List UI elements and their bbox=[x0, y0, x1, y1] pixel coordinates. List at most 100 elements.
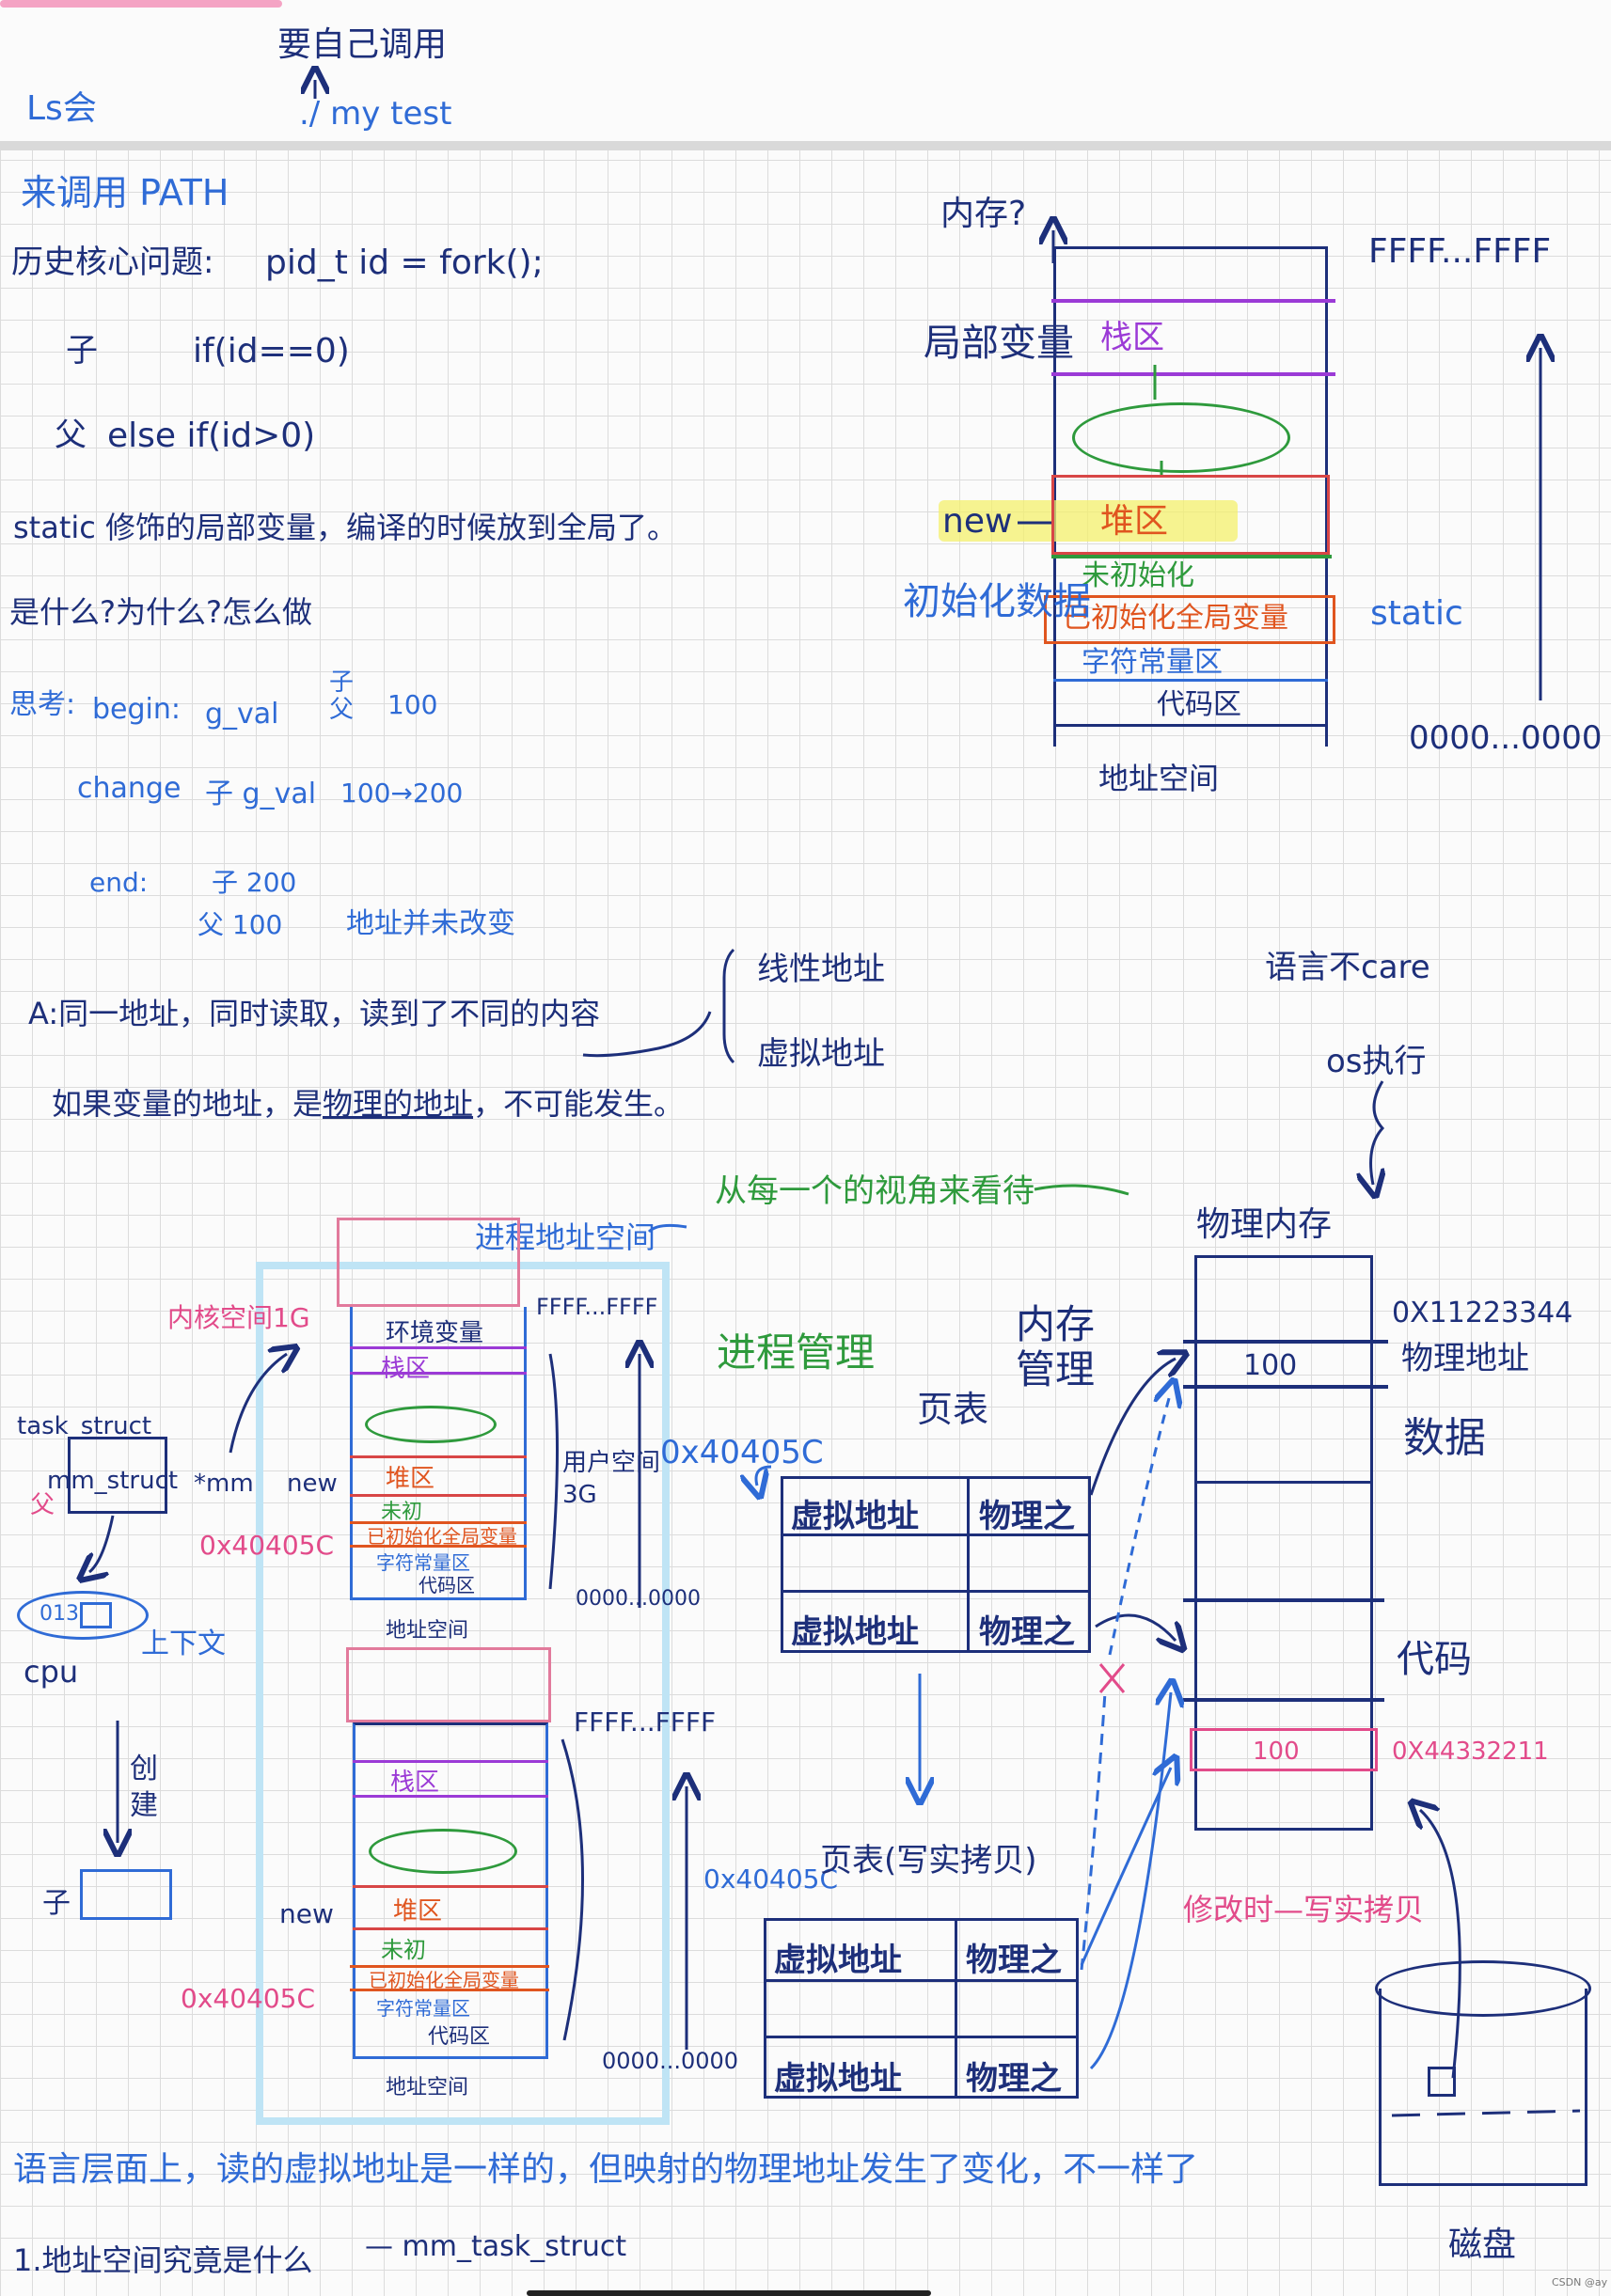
change-value: 100→200 bbox=[340, 778, 464, 809]
proc-bottom-addr-1: 0000...0000 bbox=[576, 1587, 701, 1611]
disk-block bbox=[1428, 2067, 1456, 2097]
context-label: 上下文 bbox=[141, 1628, 226, 1660]
page-table-2-row-line bbox=[766, 1979, 1076, 1982]
change-label: change bbox=[77, 772, 182, 805]
disk-body bbox=[1379, 1989, 1587, 2186]
gap-ellipse-2 bbox=[369, 1829, 517, 1874]
pt1-vaddr-1: 虚拟地址 bbox=[791, 1498, 919, 1535]
task-to-cpu bbox=[89, 1515, 115, 1572]
phys-divider-1 bbox=[1194, 1481, 1373, 1484]
perspective-arrow bbox=[1034, 1184, 1129, 1196]
mytest-note: ./ my test bbox=[299, 95, 452, 133]
end-parent: 父 100 bbox=[197, 909, 283, 940]
pt2-vaddr-2: 虚拟地址 bbox=[774, 2060, 902, 2098]
pt2-paddr-1: 物理之 bbox=[966, 1942, 1062, 1979]
proc-top-addr-2: FFFF...FFFF bbox=[574, 1706, 717, 1738]
top-strip bbox=[0, 0, 1611, 150]
new-highlight bbox=[939, 500, 1238, 542]
proc-mgmt-label: 进程管理 bbox=[717, 1329, 876, 1376]
phys-addr-hex: 0X11223344 bbox=[1392, 1297, 1573, 1329]
kernel-band bbox=[337, 1218, 520, 1307]
heap-label-1: 堆区 bbox=[386, 1465, 435, 1493]
mm-struct-label: mm_struct bbox=[47, 1467, 179, 1495]
child-code: if(id==0) bbox=[193, 332, 350, 370]
addr-label-table-2: 0x40405C bbox=[703, 1864, 839, 1895]
code-label-1: 代码区 bbox=[419, 1574, 475, 1596]
phys-slot-data bbox=[1183, 1340, 1388, 1389]
disk-top bbox=[1375, 1960, 1591, 2017]
heap-stack-gap bbox=[1072, 402, 1290, 473]
memory-title: 内存? bbox=[940, 195, 1027, 233]
child-marker: 子 bbox=[42, 1887, 71, 1920]
phys-addr-hex-2: 0X44332211 bbox=[1392, 1738, 1549, 1766]
parent-marker: 父 bbox=[30, 1491, 55, 1519]
cow-note: 修改时—写实拷贝 bbox=[1183, 1892, 1425, 1927]
cpu-register bbox=[17, 1591, 149, 1640]
stack-band-2 bbox=[353, 1760, 548, 1798]
uninit-label-1: 未初 bbox=[381, 1501, 423, 1524]
pt2-vaddr-1: 虚拟地址 bbox=[774, 1942, 902, 1979]
disk-dash bbox=[1391, 2109, 1581, 2117]
local-var-label: 局部变量 bbox=[924, 322, 1074, 365]
addr-label-table: 0x40405C bbox=[660, 1434, 824, 1471]
task-struct-box bbox=[68, 1437, 167, 1514]
begin-value: 100 bbox=[387, 689, 438, 720]
init-global-band bbox=[1044, 595, 1335, 644]
phys-value-2: 100 bbox=[1253, 1738, 1300, 1766]
addr-to-table bbox=[756, 1465, 772, 1486]
history-label: 历史核心问题: bbox=[11, 244, 214, 281]
addr-label-2: 0x40405C bbox=[181, 1983, 316, 2014]
stack-label: 栈区 bbox=[1100, 319, 1164, 356]
question-1-answer: — mm_task_struct bbox=[365, 2230, 627, 2263]
page-table-1: 虚拟地址 物理之 虚拟地址 物理之 bbox=[781, 1476, 1091, 1653]
page-table-1-row-line-2 bbox=[783, 1590, 1088, 1593]
page-table-title: 页表 bbox=[917, 1389, 989, 1430]
footer-bar bbox=[527, 2290, 931, 2296]
highlight-bar bbox=[0, 0, 282, 8]
addr-space-label-2: 地址空间 bbox=[386, 2076, 469, 2099]
parent-code: else if(id>0) bbox=[107, 417, 316, 455]
init-data-label: 初始化数据 bbox=[903, 580, 1091, 623]
disk-label: 磁盘 bbox=[1448, 2225, 1517, 2264]
brace-stroke bbox=[582, 1011, 712, 1058]
physical-line-pre: 如果变量的地址，是 bbox=[52, 1086, 324, 1122]
uninit-band bbox=[1051, 555, 1332, 597]
addr-unchanged: 地址并未改变 bbox=[346, 907, 515, 940]
static-note: static 修饰的局部变量，编译的时候放到全局了。 bbox=[13, 510, 678, 545]
ls-note: Ls会 bbox=[26, 89, 97, 128]
gap-ellipse-1 bbox=[365, 1406, 497, 1443]
mm-pointer-label: *mm bbox=[194, 1470, 254, 1498]
string-const-label-1: 字符常量区 bbox=[376, 1551, 470, 1574]
page-table-2: 虚拟地址 物理之 虚拟地址 物理之 bbox=[764, 1918, 1079, 2099]
register-label: 013 bbox=[39, 1602, 79, 1626]
init-global-label-1: 已初始化全局变量 bbox=[367, 1525, 517, 1548]
task-struct-label: task_struct bbox=[17, 1412, 152, 1440]
table2-dashed bbox=[1108, 1392, 1171, 1656]
init-global-label: 已初始化全局变量 bbox=[1063, 602, 1288, 635]
proc-top-addr-1: FFFF...FFFF bbox=[536, 1294, 658, 1320]
summary-line: 语言层面上，读的虚拟地址是一样的，但映射的物理地址发生了变化，不一样了 bbox=[13, 2150, 1199, 2189]
code-label-2: 代码区 bbox=[428, 2025, 491, 2049]
begin-label: begin: bbox=[92, 693, 181, 726]
page-table-2-row-line-2 bbox=[766, 2036, 1076, 2038]
page-table-1-divider bbox=[967, 1479, 970, 1650]
new-label-1: new bbox=[287, 1470, 338, 1498]
page-table-1-row-line bbox=[783, 1533, 1088, 1536]
code-phys-label: 代码 bbox=[1397, 1638, 1472, 1681]
env-label: 环境变量 bbox=[386, 1319, 484, 1347]
code-label: 代码区 bbox=[1157, 688, 1241, 721]
watermark: CSDN @ay bbox=[1552, 2276, 1608, 2288]
end-child: 子 200 bbox=[212, 867, 297, 898]
uninit-label-2: 未初 bbox=[381, 1937, 426, 1963]
physical-line-mid: 物理的地址 bbox=[323, 1086, 474, 1122]
table2-dashed-2 bbox=[1080, 1691, 1107, 1971]
child-label: 子 bbox=[66, 332, 98, 370]
init-global-band-1 bbox=[350, 1521, 527, 1548]
disk-to-mem bbox=[1420, 1810, 1461, 2079]
stack-label-1: 栈区 bbox=[381, 1355, 431, 1383]
user-brace-2 bbox=[561, 1738, 584, 2041]
fork-code: pid_t id = fork(); bbox=[265, 244, 544, 282]
parent-label: 父 bbox=[55, 417, 87, 454]
linear-address: 线性地址 bbox=[757, 951, 885, 988]
phys-slot-copy bbox=[1190, 1728, 1378, 1771]
